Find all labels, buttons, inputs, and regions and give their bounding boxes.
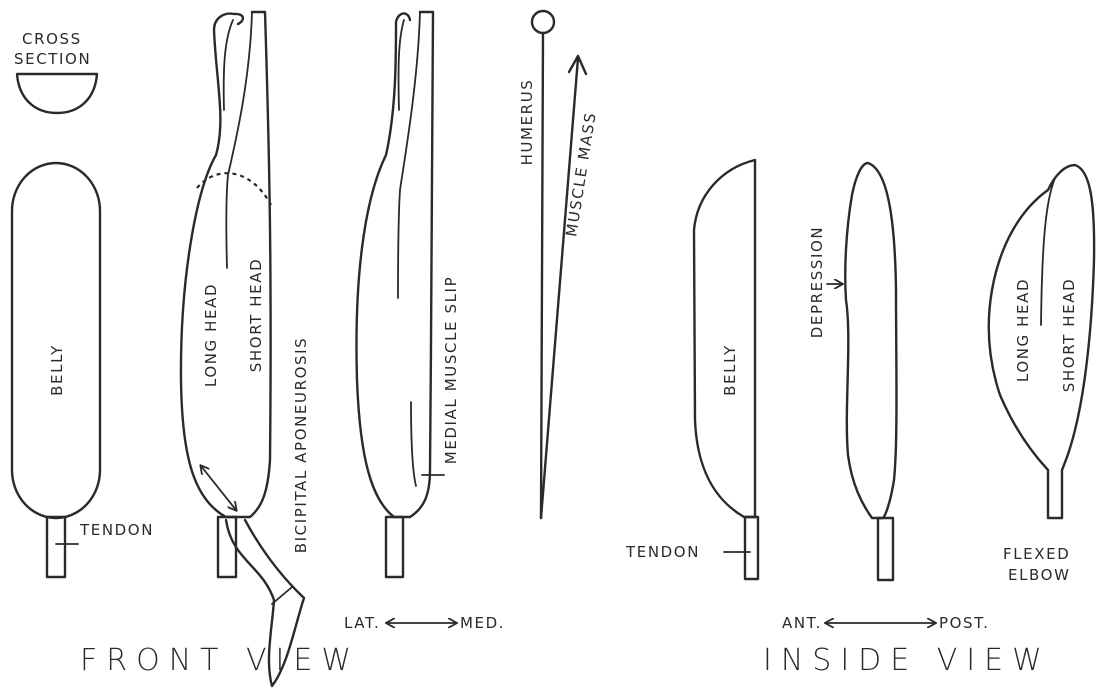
tendon-front-label: TENDON [79,521,154,539]
bicipital-aponeurosis-label: BICIPITAL APONEUROSIS [292,337,310,554]
humerus-head [532,11,554,33]
humerus-line [541,33,543,518]
front-width-arrow [201,466,236,510]
cross-section-label-1: CROSS [22,30,82,48]
medial-tendon-shape [386,517,403,577]
med-label: MED. [460,614,505,632]
front-head-division [226,12,252,268]
front-short-head-dash [197,173,271,205]
muscle-mass-line [541,58,578,518]
medial-long-tendon [399,20,404,110]
front-long-head-tendon [224,20,233,110]
tendon-inside-shape [745,517,758,579]
aponeurosis-leader [272,587,292,604]
flexed-head-division [1041,178,1055,325]
tendon-front-shape [47,517,65,577]
short-head-inside-label: SHORT HEAD [1060,278,1078,392]
long-head-front-label: LONG HEAD [202,283,220,387]
short-head-front-label: SHORT HEAD [247,258,265,372]
medial-slip-outline [356,12,433,517]
medial-head-division [398,12,420,298]
humerus-label: HUMERUS [518,79,536,166]
belly-front-shape [12,163,100,518]
inside-view-title: INSIDE VIEW [763,643,1051,678]
cross-section-label-2: SECTION [14,50,91,68]
front-view-title: FRONT VIEW [80,643,360,678]
belly-front-label: BELLY [48,344,66,396]
long-head-inside-label: LONG HEAD [1014,278,1032,382]
medial-slip-line [411,402,416,486]
depression-muscle-shape [845,163,896,518]
flexed-label: FLEXED [1003,545,1070,563]
medial-muscle-slip-label: MEDIAL MUSCLE SLIP [442,276,460,464]
lat-label: LAT. [344,614,380,632]
post-label: POST. [939,614,990,632]
depression-label: DEPRESSION [808,226,826,338]
belly-inside-shape [694,160,755,517]
cross-section-shape [17,74,97,113]
tendon-inside-label: TENDON [625,543,700,561]
ant-label: ANT. [782,614,822,632]
belly-inside-label: BELLY [721,344,739,396]
elbow-label: ELBOW [1008,566,1071,584]
flexed-elbow-shape [989,165,1094,518]
depression-tendon-shape [878,518,893,580]
